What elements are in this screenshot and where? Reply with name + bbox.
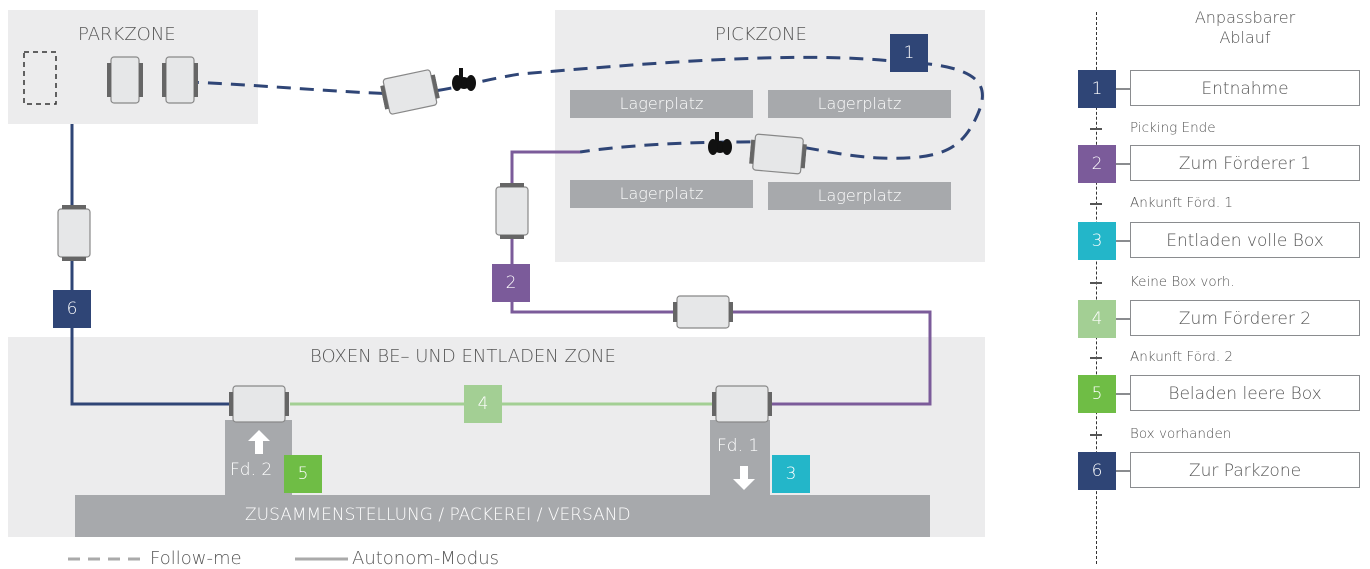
robot-cart-icon	[229, 385, 289, 423]
person-icon	[708, 132, 732, 155]
robot-cart-icon	[107, 56, 143, 104]
flow-transition: Box vorhanden	[1130, 426, 1232, 442]
parkzone-label: PARKZONE	[78, 24, 176, 45]
flow-connector	[1116, 163, 1130, 165]
storage-place: Lagerplatz	[570, 90, 753, 118]
flow-title: Anpassbarer Ablauf	[1130, 8, 1360, 48]
flow-step-box: Beladen leere Box	[1130, 375, 1360, 411]
flow-connector	[1116, 318, 1130, 320]
storage-place: Lagerplatz	[570, 180, 753, 208]
flow-step-number: 1	[1078, 70, 1116, 108]
path-step-2	[510, 150, 932, 406]
arrow-down-icon	[733, 466, 755, 490]
path-step-6	[70, 124, 232, 406]
ground-label: ZUSAMMENSTELLUNG / PACKEREI / VERSAND	[245, 505, 631, 525]
flow-connector	[1116, 88, 1130, 90]
marker-step-1: 1	[890, 34, 928, 72]
boxen-zone-label: BOXEN BE– UND ENTLADEN ZONE	[310, 346, 616, 367]
marker-step-4: 4	[464, 385, 502, 423]
flow-step-number: 4	[1078, 300, 1116, 338]
flow-step-box: Zum Förderer 2	[1130, 300, 1360, 336]
legend-autonom: Autonom-Modus	[352, 548, 499, 569]
flow-transition: Ankunft Förd. 2	[1130, 349, 1234, 365]
flow-connector	[1116, 393, 1130, 395]
station-fd1-label: Fd. 1	[717, 436, 760, 456]
marker-step-5: 5	[284, 455, 322, 493]
robot-cart-icon	[495, 183, 529, 239]
flow-tick	[1090, 128, 1102, 130]
robot-cart-icon	[673, 295, 733, 329]
robot-cart-icon	[162, 56, 198, 104]
flow-step-box: Entnahme	[1130, 70, 1360, 106]
flow-step-box: Zum Förderer 1	[1130, 145, 1360, 181]
flow-title-line: Ablauf	[1219, 28, 1271, 47]
flow-tick	[1090, 434, 1102, 436]
flow-tick	[1090, 282, 1102, 284]
flow-step-box: Zur Parkzone	[1130, 452, 1360, 488]
flow-title-line: Anpassbarer	[1194, 8, 1296, 27]
arrow-up-icon	[248, 430, 270, 454]
robot-cart-icon	[380, 69, 440, 115]
storage-place: Lagerplatz	[768, 182, 951, 210]
flow-tick	[1090, 357, 1102, 359]
station-fd2-label: Fd. 2	[230, 460, 273, 480]
flow-step-number: 6	[1078, 452, 1116, 490]
storage-place: Lagerplatz	[768, 90, 951, 118]
marker-step-2: 2	[492, 264, 530, 302]
pickzone-label: PICKZONE	[715, 24, 807, 45]
empty-parking-slot	[23, 51, 57, 105]
flow-step-box: Entladen volle Box	[1130, 222, 1360, 258]
robot-cart-icon	[57, 205, 91, 261]
marker-step-6: 6	[53, 290, 91, 328]
flow-connector	[1116, 240, 1130, 242]
ground-bar	[75, 495, 930, 537]
flow-step-number: 2	[1078, 145, 1116, 183]
follow-me-path	[184, 55, 984, 160]
flow-connector	[1116, 470, 1130, 472]
flow-step-number: 5	[1078, 375, 1116, 413]
flow-axis	[1096, 12, 1097, 564]
flow-step-number: 3	[1078, 222, 1116, 260]
marker-step-3: 3	[772, 455, 810, 493]
flow-tick	[1090, 203, 1102, 205]
legend-follow-me: Follow-me	[150, 548, 242, 569]
robot-cart-icon	[712, 385, 772, 423]
flow-transition: Keine Box vorh.	[1130, 274, 1235, 290]
flow-transition: Picking Ende	[1130, 120, 1216, 136]
person-icon	[452, 68, 476, 91]
robot-cart-icon	[749, 133, 807, 175]
flow-transition: Ankunft Förd. 1	[1130, 195, 1234, 211]
